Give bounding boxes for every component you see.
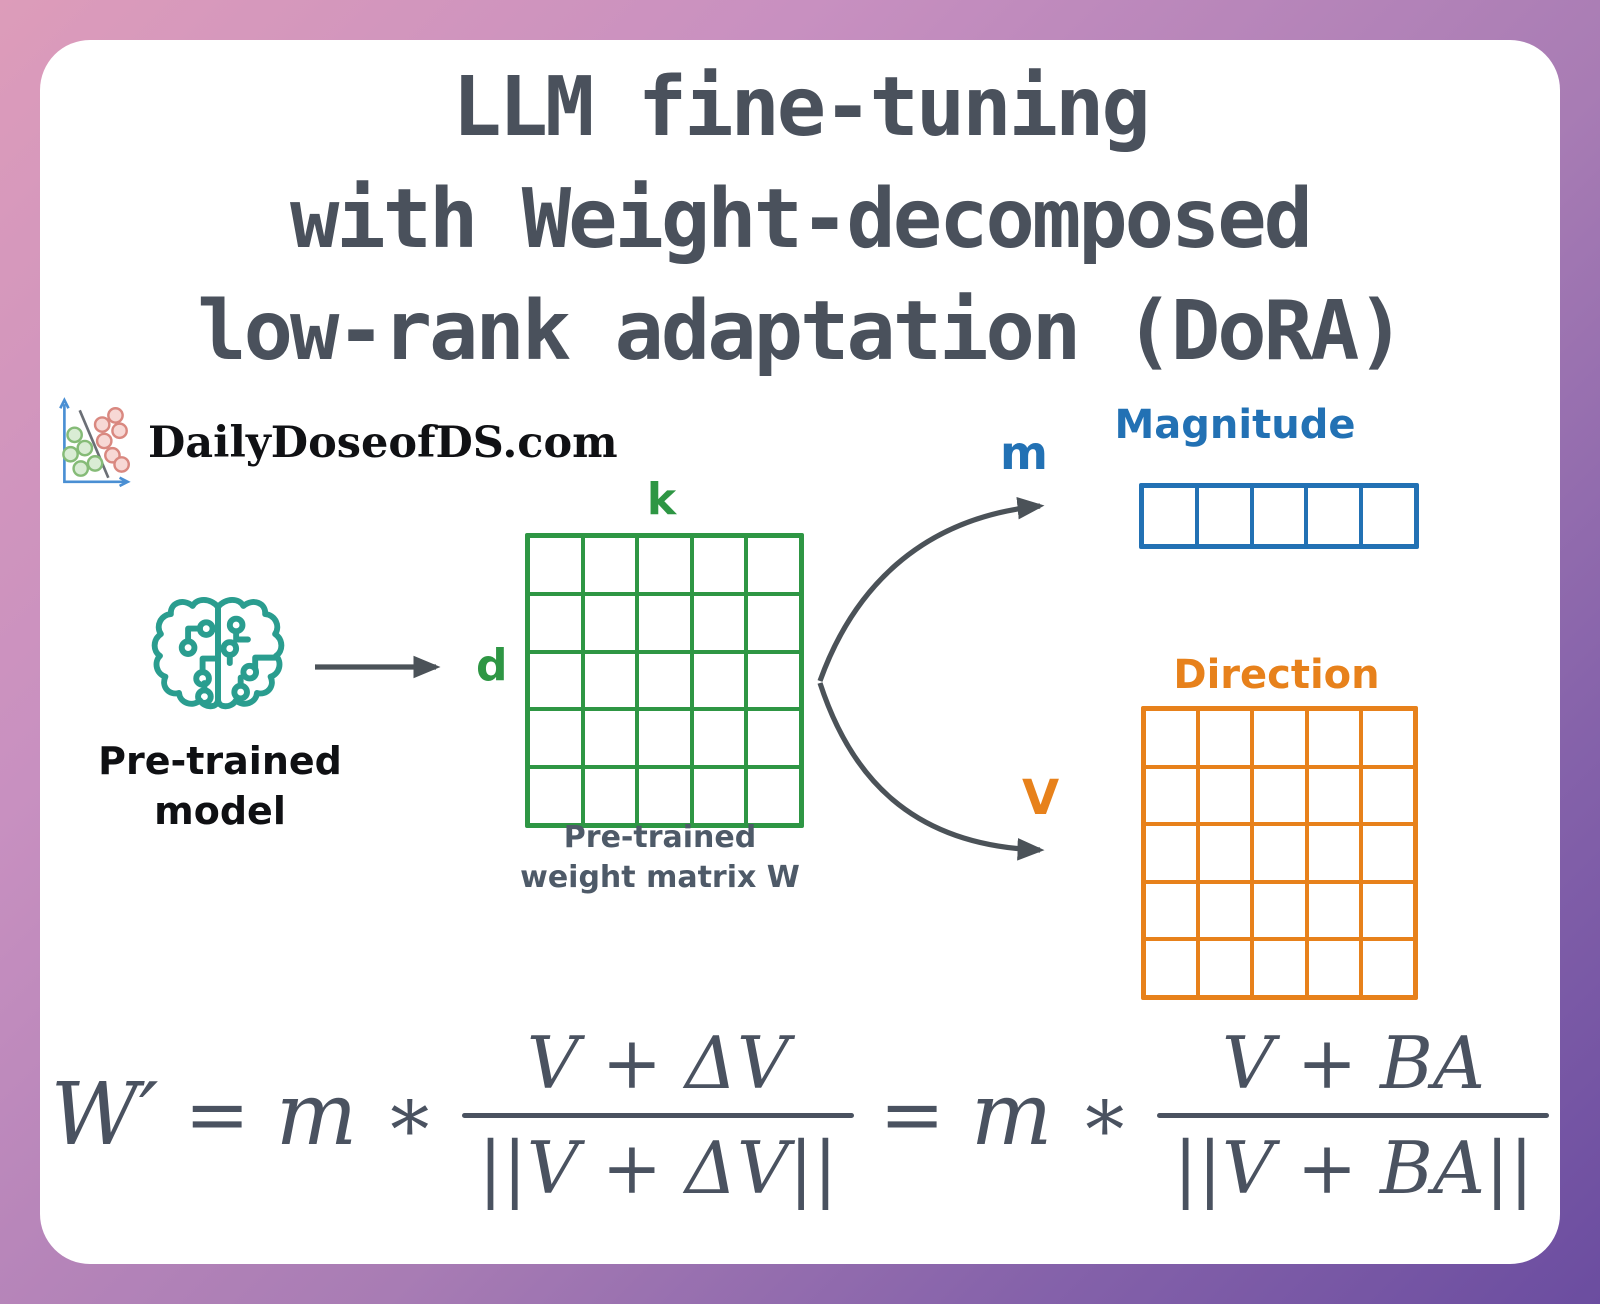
matrix-cell	[746, 593, 801, 652]
matrix-cell	[637, 767, 692, 825]
direction-matrix	[1141, 706, 1418, 1000]
formula-fraction-2-numerator: V + BA	[1221, 1020, 1485, 1105]
matrix-cell	[1361, 486, 1416, 546]
direction-symbol: V	[1022, 770, 1060, 826]
matrix-cell	[637, 651, 692, 710]
weight-matrix-caption: Pre-trained weight matrix W	[485, 818, 835, 898]
matrix-cell	[1252, 824, 1307, 882]
formula-m-1: m	[275, 1065, 358, 1165]
matrix-cell	[1198, 766, 1253, 825]
matrix-cell	[582, 593, 638, 652]
pretrained-model-label-line1: Pre-trained	[98, 739, 342, 783]
direction-label: Direction	[1173, 652, 1380, 698]
fraction-bar	[1157, 1112, 1550, 1118]
matrix-cell	[1360, 766, 1415, 825]
brand-logo: DailyDoseofDS.com	[52, 396, 618, 490]
matrix-cell	[528, 709, 583, 768]
matrix-cell	[1198, 939, 1253, 997]
fraction-bar	[462, 1112, 854, 1118]
matrix-cell	[528, 767, 583, 825]
matrix-cell	[1252, 881, 1307, 940]
matrix-cell	[691, 767, 747, 825]
scatter-plot-logo-icon	[59, 397, 131, 488]
pretrained-model-label-line2: model	[154, 789, 286, 833]
matrix-cell	[582, 767, 638, 825]
matrix-cell	[637, 536, 692, 594]
matrix-cell	[637, 593, 692, 652]
matrix-cell	[1360, 881, 1415, 940]
brand-site-name: DailyDoseofDS.com	[148, 418, 618, 468]
matrix-cell	[691, 709, 747, 768]
formula-w-prime: W′	[50, 1065, 159, 1165]
matrix-cell	[1144, 939, 1199, 997]
pretrained-model-label: Pre-trained model	[85, 736, 355, 836]
formula-m-2: m	[970, 1065, 1053, 1165]
matrix-cell	[691, 651, 747, 710]
formula-star-1: ∗	[383, 1070, 437, 1160]
matrix-cell	[528, 593, 583, 652]
matrix-cell	[746, 709, 801, 768]
matrix-cell	[1251, 486, 1307, 546]
formula-equals-2: =	[879, 1070, 945, 1160]
matrix-cell	[1360, 824, 1415, 882]
matrix-cell	[1198, 881, 1253, 940]
matrix-cols-dim-label: k	[646, 474, 677, 525]
matrix-cell	[1144, 709, 1199, 767]
magnitude-symbol: m	[1000, 426, 1048, 480]
matrix-cell	[528, 651, 583, 710]
matrix-cell	[582, 709, 638, 768]
matrix-cell	[746, 536, 801, 594]
pretrained-weight-matrix	[525, 533, 804, 828]
dora-formula: W′ = m ∗ V + ΔV ||V + ΔV|| = m ∗ V + BA …	[0, 1015, 1600, 1215]
matrix-cell	[528, 536, 583, 594]
brain-circuit-icon	[151, 597, 285, 710]
matrix-cell	[1198, 824, 1253, 882]
magnitude-vector	[1139, 483, 1419, 549]
matrix-cell	[1252, 709, 1307, 767]
matrix-cell	[1196, 486, 1252, 546]
matrix-cell	[1360, 939, 1415, 997]
matrix-cell	[691, 536, 747, 594]
matrix-cell	[1144, 824, 1199, 882]
matrix-cell	[637, 709, 692, 768]
title-line-1: LLM fine-tuning	[452, 60, 1151, 155]
matrix-cell	[582, 651, 638, 710]
formula-star-2: ∗	[1078, 1070, 1132, 1160]
title-line-2: with Weight-decomposed	[289, 172, 1313, 267]
weight-matrix-caption-line1: Pre-trained	[563, 820, 757, 855]
matrix-cell	[746, 651, 801, 710]
formula-fraction-2-denominator: ||V + BA||	[1173, 1125, 1534, 1210]
matrix-cell	[1306, 709, 1361, 767]
matrix-cell	[1306, 939, 1361, 997]
matrix-cell	[1144, 881, 1199, 940]
matrix-rows-dim-label: d	[476, 640, 508, 691]
formula-fraction-1-denominator: ||V + ΔV||	[478, 1125, 838, 1210]
matrix-cell	[1306, 766, 1361, 825]
formula-fraction-1: V + ΔV ||V + ΔV||	[462, 1020, 854, 1210]
formula-fraction-2: V + BA ||V + BA||	[1157, 1020, 1550, 1210]
matrix-cell	[582, 536, 638, 594]
matrix-cell	[1306, 486, 1362, 546]
matrix-cell	[1252, 939, 1307, 997]
matrix-cell	[1198, 709, 1253, 767]
weight-matrix-caption-line2: weight matrix W	[520, 860, 800, 895]
matrix-cell	[691, 593, 747, 652]
matrix-cell	[1360, 709, 1415, 767]
matrix-cell	[746, 767, 801, 825]
matrix-cell	[1306, 881, 1361, 940]
matrix-cell	[1252, 766, 1307, 825]
matrix-cell	[1306, 824, 1361, 882]
page-title: LLM fine-tuning with Weight-decomposed l…	[0, 52, 1600, 388]
magnitude-label: Magnitude	[1114, 402, 1356, 448]
formula-equals-1: =	[184, 1070, 250, 1160]
matrix-cell	[1144, 766, 1199, 825]
matrix-cell	[1142, 486, 1197, 546]
title-line-3: low-rank adaptation (DoRA)	[197, 284, 1406, 379]
formula-fraction-1-numerator: V + ΔV	[526, 1020, 789, 1105]
